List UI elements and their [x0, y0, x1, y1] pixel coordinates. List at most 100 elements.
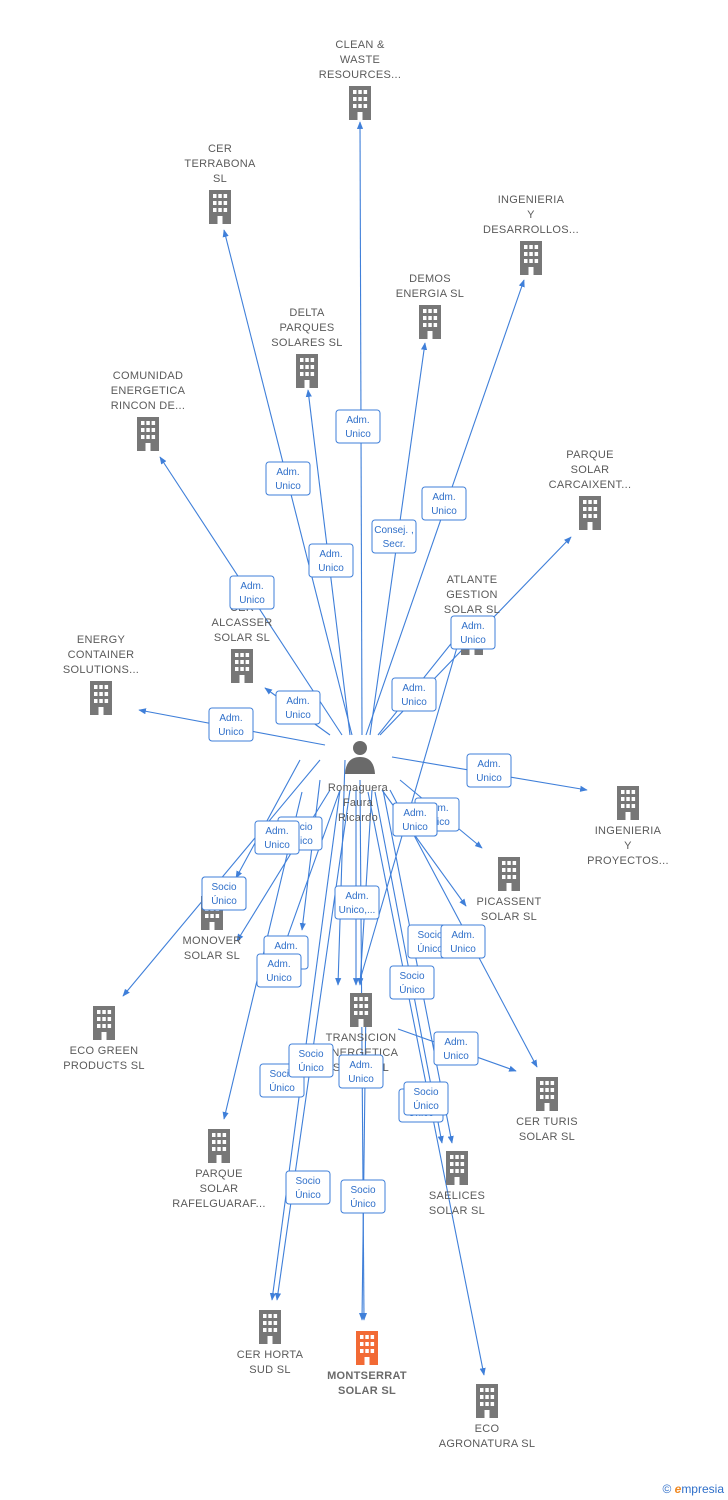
company-node-ingdes[interactable]: INGENIERIAYDESARROLLOS... [483, 194, 579, 275]
edge-role-label-7[interactable]: Adm. Unico [275, 690, 321, 725]
company-label-line: PRODUCTS SL [63, 1060, 145, 1072]
company-node-carcaixent[interactable]: PARQUESOLARCARCAIXENT... [549, 449, 632, 530]
edge-role-label-12[interactable]: Adm.Unico [450, 615, 496, 650]
role-label-text: Adm. [267, 959, 290, 970]
brand-name: mpresia [681, 1482, 724, 1496]
edge-role-label-17[interactable]: Adm. Unico,... [334, 885, 380, 920]
building-icon [208, 1129, 230, 1163]
role-label-text: Unico [285, 710, 311, 721]
company-label-line: SOLAR [200, 1183, 239, 1195]
company-label-line: ATLANTE [447, 574, 498, 586]
company-label-line: SOLAR SL [338, 1385, 396, 1397]
role-label-text: Adm. [345, 891, 368, 902]
edge-role-label-16[interactable]: Adm.Unico [254, 820, 300, 855]
building-icon [296, 354, 318, 388]
company-label-line: MONOVER [183, 935, 242, 947]
company-label-line: SOLAR SL [444, 604, 500, 616]
role-label-box [229, 575, 275, 610]
role-label-text: Adm. [276, 467, 299, 478]
company-node-horta[interactable]: CER HORTA SUD SL [237, 1310, 304, 1376]
company-label-line: CONTAINER [68, 649, 135, 661]
role-label-text: Adm. [265, 826, 288, 837]
edge-role-label-4[interactable]: Adm.Unico [421, 486, 467, 521]
role-label-box [433, 1031, 479, 1066]
role-label-box [308, 543, 354, 578]
edge-role-label-22[interactable]: Adm.Unico [256, 953, 302, 988]
role-label-text: Socio [417, 930, 442, 941]
company-node-energy[interactable]: ENERGYCONTAINERSOLUTIONS... [63, 634, 139, 715]
company-label-line: INGENIERIA [595, 825, 662, 837]
role-label-text: Único [295, 1188, 321, 1201]
role-label-box [371, 519, 417, 554]
company-label-line: ENERGETICA [111, 385, 186, 397]
edge-role-label-5[interactable]: Adm.Unico [308, 543, 354, 578]
company-label-line: PARQUES [279, 322, 334, 334]
role-label-text: Unico [401, 697, 427, 708]
role-label-text: Único [417, 942, 443, 955]
company-label-line: SOLAR [571, 464, 610, 476]
role-label-box [335, 409, 381, 444]
building-icon [209, 190, 231, 224]
role-label-text: Único [413, 1099, 439, 1112]
company-node-alcasser[interactable]: CERALCASSERSOLAR SL [211, 602, 272, 683]
company-label-line: CER HORTA [237, 1349, 304, 1361]
role-label-box [392, 802, 438, 837]
role-label-text: Adm. [286, 696, 309, 707]
edge-role-label-9[interactable]: Adm.Unico [208, 707, 254, 742]
company-label-line: DEMOS [409, 273, 451, 285]
role-label-box [334, 885, 380, 920]
role-label-text: Secr. [383, 539, 406, 550]
role-label-text: Unico,... [339, 905, 376, 916]
role-label-text: Unico [402, 822, 428, 833]
company-label-line: RINCON DE... [111, 400, 186, 412]
edge-role-label-8[interactable]: Adm.Unico [391, 677, 437, 712]
edge-role-label-1[interactable]: Adm.Unico [335, 409, 381, 444]
edge-role-label-21[interactable]: Adm.Unico [440, 924, 486, 959]
company-node-rafelguaraf[interactable]: PARQUESOLARRAFELGUARAF... [172, 1129, 265, 1210]
role-label-box [340, 1179, 386, 1214]
person-label-line: Faura [343, 797, 374, 809]
building-icon [579, 496, 601, 530]
edge-role-label-6[interactable]: Adm.Unico [229, 575, 275, 610]
company-label-line: DESARROLLOS... [483, 224, 579, 236]
edge-role-label-25[interactable]: Adm.Unico [338, 1054, 384, 1089]
empresia-footer[interactable]: © empresia [662, 1482, 724, 1496]
role-label-text: Adm. [349, 1060, 372, 1071]
company-node-ingproy[interactable]: INGENIERIAYPROYECTOS... [587, 786, 669, 867]
role-label-box [254, 820, 300, 855]
role-label-box [389, 965, 435, 1000]
company-label-line: SUD SL [249, 1364, 291, 1376]
edge-role-label-32[interactable]: Adm. Unico [392, 802, 438, 837]
company-label-line: SOLAR SL [214, 632, 270, 644]
edge-role-label-3[interactable]: Consej. ,Secr. [371, 519, 417, 554]
edge-role-label-2[interactable]: Adm.Unico [265, 461, 311, 496]
role-label-text: Adm. [403, 808, 426, 819]
company-label-line: CER [208, 143, 232, 155]
edge-role-label-10[interactable]: Adm.Unico [466, 753, 512, 788]
edge-role-label-23[interactable]: Adm.Unico [433, 1031, 479, 1066]
role-label-box [288, 1043, 334, 1078]
company-node-clean[interactable]: CLEAN &WASTERESOURCES... [319, 39, 401, 120]
company-label-line: Y [624, 840, 632, 852]
